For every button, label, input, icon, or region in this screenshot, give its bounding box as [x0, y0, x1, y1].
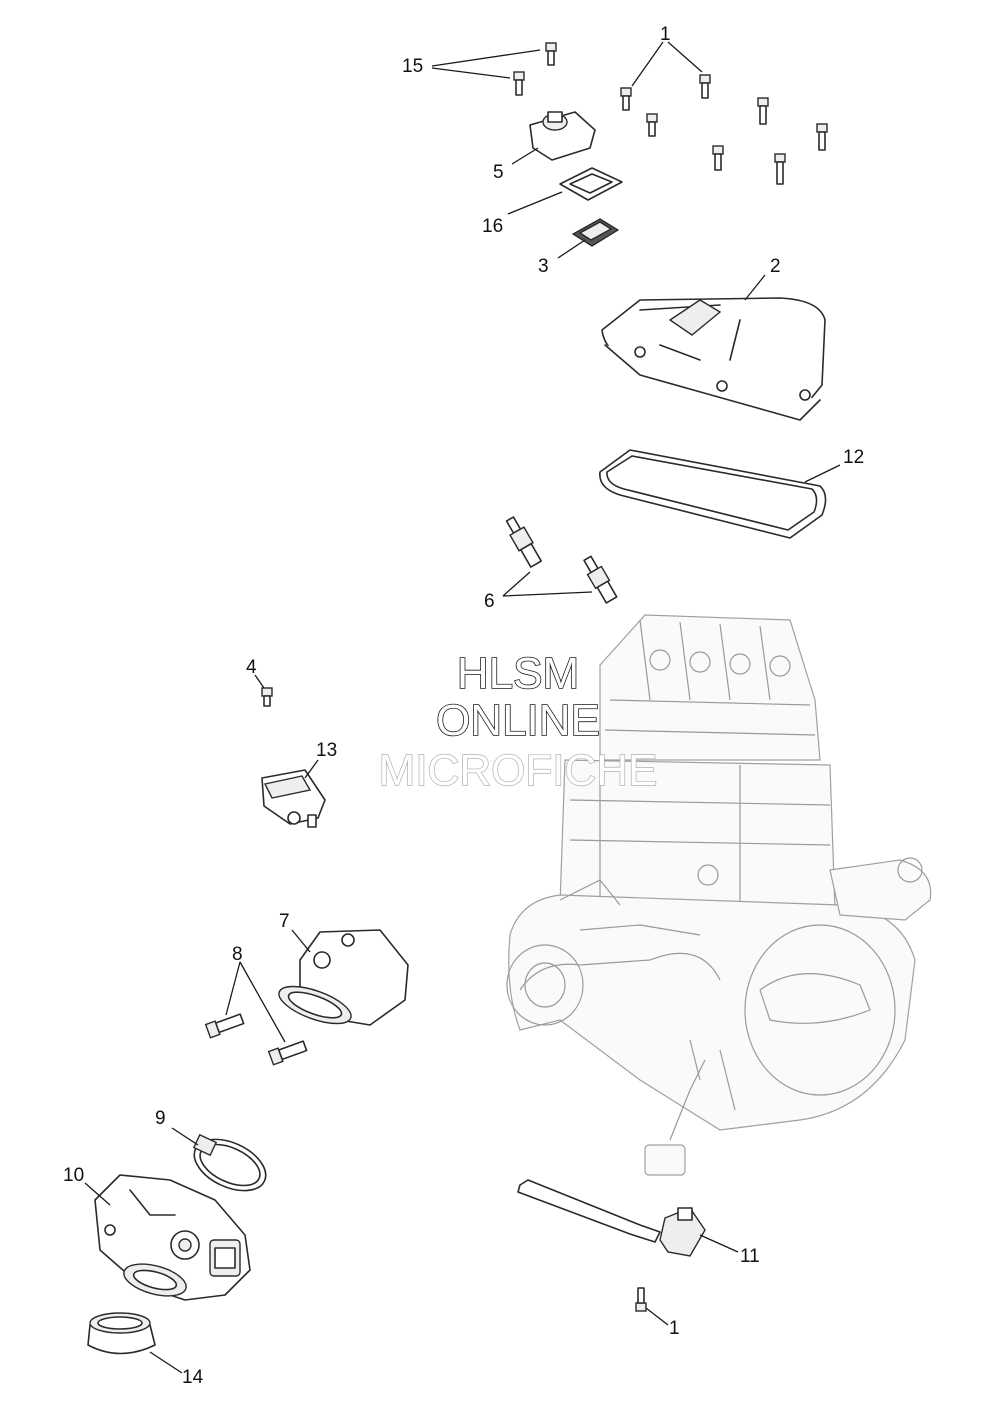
part-2-valve-cover: 2 — [601, 256, 826, 421]
watermark-line-hlsm: HLSM — [457, 649, 579, 698]
callout-13: 13 — [316, 740, 337, 761]
bolt-icon — [635, 1287, 647, 1312]
callout-12: 12 — [843, 447, 864, 468]
part-5-breather-cover: 5 — [493, 111, 596, 183]
engine-assembly — [506, 614, 932, 1176]
callout-7: 7 — [279, 911, 290, 932]
part-3-filter-element: 3 — [538, 218, 620, 277]
part-13-map-sensor: 13 — [261, 740, 337, 828]
watermark-line-microfiche: MICROFICHE — [379, 746, 658, 795]
callout-15: 15 — [402, 56, 423, 77]
bolt-icon — [699, 74, 711, 99]
bolt-icon — [545, 42, 557, 66]
callout-4: 4 — [246, 657, 257, 678]
part-7-intake-manifold: 7 — [278, 911, 409, 1026]
callout-3: 3 — [538, 256, 549, 277]
callout-9: 9 — [155, 1108, 166, 1129]
callout-1-top: 1 — [660, 24, 671, 45]
part-11-crank-sensor: 11 — [517, 1179, 760, 1267]
callout-1-bottom: 1 — [669, 1318, 680, 1339]
bolt-icon — [774, 153, 786, 185]
callout-8: 8 — [232, 944, 243, 965]
watermark: HLSM ONLINE MICROFICHE — [378, 648, 658, 796]
bolt-icon — [261, 687, 273, 707]
spark-plug-icon — [583, 555, 618, 604]
part-12-cover-gasket: 12 — [599, 447, 864, 539]
bolt-icon — [712, 145, 724, 171]
part-10-throttle-body: 10 — [63, 1165, 251, 1301]
callout-16: 16 — [482, 216, 503, 237]
part-8-bolts: 8 — [204, 944, 308, 1066]
watermark-line-online: ONLINE — [436, 696, 600, 745]
bolt-icon — [267, 1040, 308, 1066]
spark-plug-icon — [505, 516, 542, 568]
part-1-bolt-bottom: 1 — [635, 1287, 680, 1339]
callout-11: 11 — [740, 1246, 760, 1267]
callout-6: 6 — [484, 591, 495, 612]
callout-14: 14 — [182, 1367, 204, 1388]
part-6-spark-plugs: 6 — [484, 516, 618, 612]
bolt-icon — [646, 113, 658, 137]
callout-5: 5 — [493, 162, 504, 183]
part-9-clamp: 9 — [155, 1108, 267, 1192]
callout-2: 2 — [770, 256, 781, 277]
callout-10: 10 — [63, 1165, 84, 1186]
part-4-screw: 4 — [246, 657, 273, 707]
bolt-icon — [757, 97, 769, 125]
part-1-bolts-top: 1 — [620, 24, 828, 185]
bolt-icon — [513, 71, 525, 96]
part-16-gasket: 16 — [482, 167, 623, 237]
bolt-icon — [620, 87, 632, 111]
part-15-bolts: 15 — [402, 42, 557, 96]
bolt-icon — [816, 123, 828, 151]
bolt-icon — [204, 1013, 245, 1039]
part-14-sleeve: 14 — [87, 1312, 204, 1388]
